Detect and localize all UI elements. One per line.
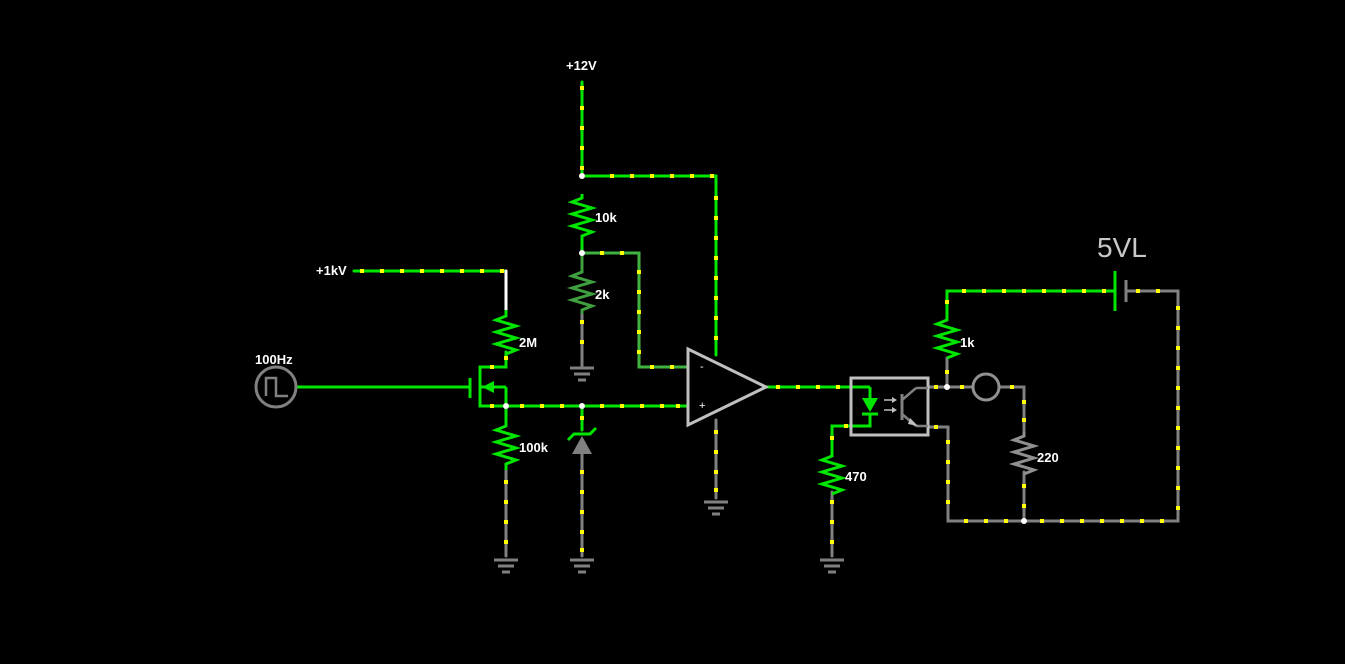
zener-diode[interactable] (566, 426, 598, 454)
resistor-10k[interactable] (566, 194, 598, 253)
resistor-2k[interactable] (566, 253, 598, 314)
wire-5v-right[interactable] (926, 289, 1180, 523)
ground-icon (820, 558, 844, 574)
supply-1kv-label: +1kV (316, 263, 347, 278)
wire-divider-to-minus[interactable] (580, 251, 690, 369)
wire-1k-to-collector[interactable] (926, 356, 949, 389)
resistor-100k-label: 100k (519, 440, 549, 455)
source-frequency-label: 100Hz (255, 352, 293, 367)
ground-icon (704, 500, 728, 516)
wires (295, 80, 1180, 558)
battery-label: 5VL (1097, 232, 1147, 263)
resistor-2m-label: 2M (519, 335, 537, 350)
resistor-470-label: 470 (845, 469, 867, 484)
square-wave-source[interactable] (254, 365, 298, 409)
opamp-plus-label: + (699, 400, 705, 412)
resistor-100k[interactable] (490, 422, 522, 470)
resistor-2m[interactable] (490, 310, 522, 356)
ground-icon (570, 366, 594, 382)
opamp-minus-label: - (700, 361, 704, 373)
lamp[interactable] (971, 372, 1001, 402)
ground-icon (494, 558, 518, 574)
resistor-220-label: 220 (1037, 450, 1059, 465)
resistor-10k-label: 10k (595, 210, 617, 225)
current-dots (360, 86, 1180, 552)
wire-lamp-to-220[interactable] (998, 385, 1026, 434)
wire-5v-top[interactable] (945, 289, 1116, 320)
optocoupler[interactable] (849, 376, 930, 437)
resistor-220[interactable] (1008, 432, 1040, 476)
resistor-2k-label: 2k (595, 287, 610, 302)
op-amp[interactable]: - + (686, 346, 770, 428)
ground-icon (570, 558, 594, 574)
supply-12v-label: +12V (566, 58, 597, 73)
nodes (503, 173, 1027, 524)
resistor-1k-label: 1k (960, 335, 975, 350)
resistor-470[interactable] (816, 452, 848, 496)
battery[interactable] (1113, 271, 1128, 311)
resistor-1k[interactable] (931, 316, 963, 360)
mosfet[interactable] (468, 372, 508, 406)
wire-12v-to-opamp[interactable] (580, 174, 718, 357)
